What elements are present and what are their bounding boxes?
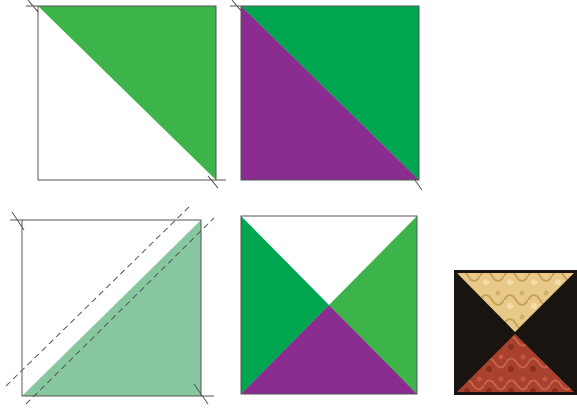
step-4-hourglass-block (241, 216, 417, 394)
step-3-sewing-lines-square (6, 206, 214, 404)
finished-fabric-block (455, 271, 576, 394)
step-1-green-white-square (26, 0, 226, 188)
step-2-green-purple-square (230, 0, 422, 190)
